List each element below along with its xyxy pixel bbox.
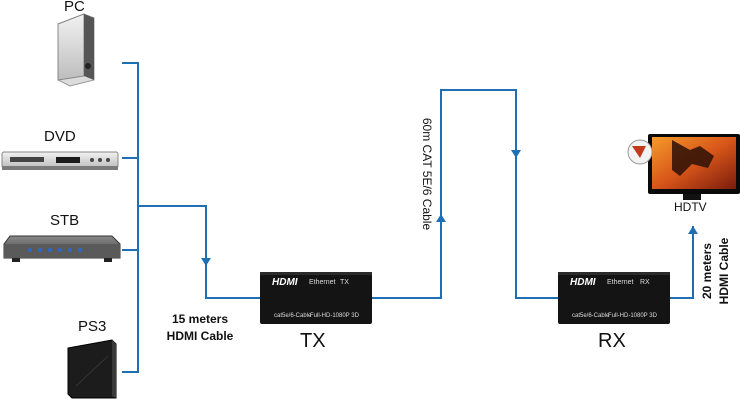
hdtv-icon bbox=[627, 134, 740, 200]
tx-mode: TX bbox=[340, 279, 349, 286]
flow-arrows bbox=[201, 150, 698, 266]
rx-video-spec: Full-HD-1080P 3D bbox=[608, 313, 657, 319]
rx-label: RX bbox=[598, 330, 626, 352]
stb-icon bbox=[3, 235, 121, 262]
stb-label: STB bbox=[50, 212, 80, 229]
source-bus-wire bbox=[122, 62, 139, 373]
pc-label: PC bbox=[64, 0, 85, 15]
pc-icon bbox=[57, 13, 95, 87]
hdmi-output-cable-type: HDMI Cable bbox=[717, 237, 731, 305]
cat-cable-wire bbox=[372, 89, 560, 299]
rx-feature: Ethernet bbox=[607, 279, 634, 286]
ps3-icon bbox=[67, 339, 117, 399]
wiring bbox=[122, 62, 694, 373]
tx-unit bbox=[260, 272, 372, 324]
arrow-down-icon bbox=[201, 258, 211, 266]
cat-cable-label: 60m CAT 5E/6 Cable bbox=[420, 117, 434, 231]
hdmi-input-wire bbox=[138, 205, 262, 299]
tx-video-spec: Full-HD-1080P 3D bbox=[310, 313, 359, 319]
dvd-icon bbox=[1, 151, 119, 170]
rx-unit bbox=[558, 272, 670, 324]
tx-feature: Ethernet bbox=[309, 279, 336, 286]
arrow-down-icon bbox=[511, 150, 521, 158]
hdmi-input-cable-type: HDMI Cable bbox=[166, 329, 234, 343]
rx-mode: RX bbox=[640, 279, 650, 286]
tx-label: TX bbox=[300, 330, 326, 352]
hdmi-output-cable-label: 20 meters HDMI Cable bbox=[699, 221, 733, 321]
hdmi-output-cable-length: 20 meters bbox=[700, 242, 714, 300]
tx-cable-spec: cat5e/6-Cable bbox=[274, 313, 312, 319]
hdtv-label: HDTV bbox=[674, 200, 707, 214]
dvd-label: DVD bbox=[44, 128, 76, 145]
hdmi-input-cable-label: 15 meters HDMI Cable bbox=[150, 311, 250, 345]
ps3-label: PS3 bbox=[78, 318, 107, 335]
tx-brand: HDMI bbox=[272, 277, 298, 288]
hdmi-output-wire bbox=[670, 226, 694, 299]
arrow-up-icon bbox=[436, 214, 446, 222]
hdmi-input-cable-length: 15 meters bbox=[171, 312, 229, 326]
rx-brand: HDMI bbox=[570, 277, 596, 288]
arrow-up-icon bbox=[688, 226, 698, 234]
rx-cable-spec: cat5e/6-Cable bbox=[572, 313, 610, 319]
